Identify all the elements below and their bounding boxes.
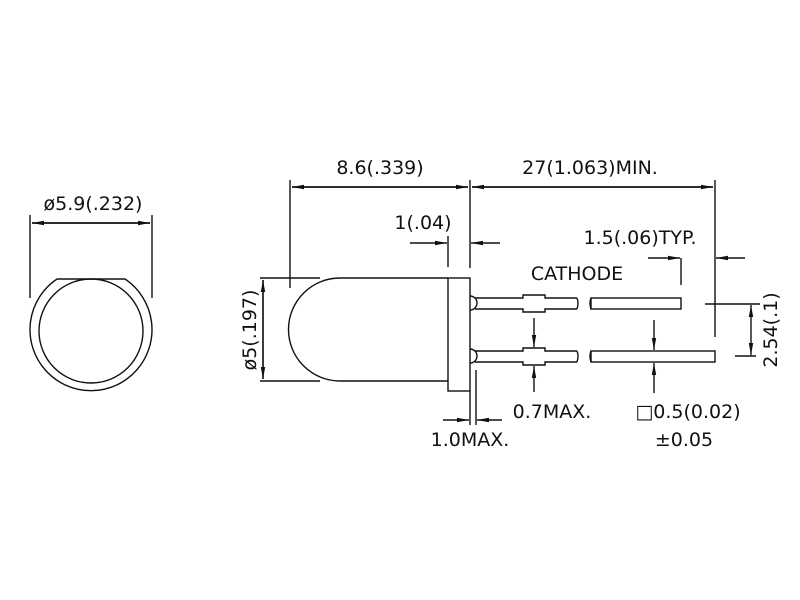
lens-circle: [38, 278, 144, 384]
cathode-lead: [475, 294, 577, 313]
kink-width-label: 0.7MAX.: [513, 401, 592, 423]
lead-spacing-label: 2.54(.1): [760, 292, 782, 367]
meniscus-label: 1.0MAX.: [431, 429, 510, 451]
side-view: [287, 277, 716, 392]
lens-diameter-label: ø5.9(.232): [44, 193, 143, 215]
flange-thickness-label: 1(.04): [394, 212, 451, 234]
cathode-label: CATHODE: [531, 263, 623, 285]
lead-offset-label: 1.5(.06)TYP.: [583, 227, 696, 249]
led-body: [287, 277, 448, 382]
body-length-label: 8.6(.339): [336, 157, 423, 179]
front-view: ø5.9(.232): [29, 193, 153, 392]
body-diameter-label: ø5(.197): [239, 290, 261, 371]
flange: [447, 277, 471, 392]
lead-length-label: 27(1.063)MIN.: [522, 157, 658, 179]
outer-rim: [29, 278, 153, 392]
dimensions: 8.6(.339) 27(1.063)MIN. 1(.04) 1.5(.06)T…: [239, 157, 782, 451]
anode-lead: [475, 347, 577, 366]
lead-size-label: □0.5(0.02): [635, 401, 740, 423]
lead-tolerance-label: ±0.05: [655, 429, 713, 451]
